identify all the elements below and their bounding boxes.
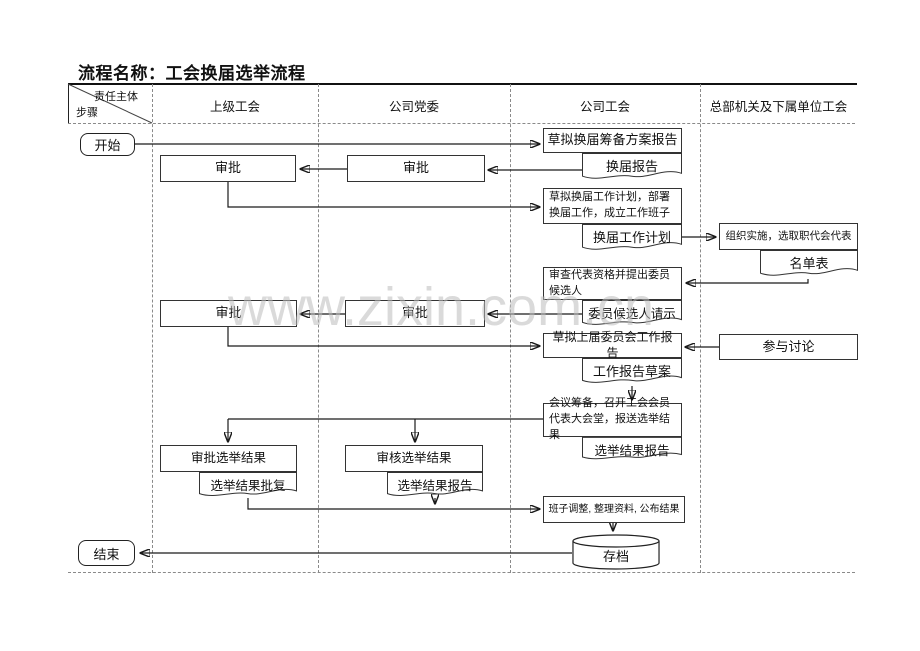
process-label: 会议筹备，召开工会会员代表大会堂，报送选举结果 <box>549 397 670 441</box>
cylinder-shape <box>572 534 660 570</box>
process-label: 班子调整, 整理资料, 公布结果 <box>548 504 680 515</box>
document-label: 选举结果批复 <box>210 479 286 493</box>
process-label: 审批 <box>402 160 429 176</box>
process-convene-congress: 会议筹备，召开工会会员代表大会堂，报送选举结果 <box>543 397 682 441</box>
process-label: 参与讨论 <box>762 338 815 354</box>
process-review-election-results: 审核选举结果 <box>345 445 483 472</box>
lane-divider <box>152 84 153 573</box>
document-candidate-request: 委员候选人请示 <box>582 300 682 328</box>
document-election-result-report-out: 选举结果报告 <box>582 437 682 462</box>
corner-header-steps: 步骤 <box>76 107 98 119</box>
process-review-qualifications: 审查代表资格并提出委员候选人 <box>543 267 682 300</box>
process-draft-work-plan: 草拟换届工作计划，部署换届工作，成立工作班子 <box>543 188 682 224</box>
process-label: 审核选举结果 <box>376 451 452 466</box>
process-draft-prep-report: 草拟换届筹备方案报告 <box>543 128 682 153</box>
document-label: 名单表 <box>789 256 829 271</box>
lane-header-company-union: 公司工会 <box>579 100 630 114</box>
process-label: 审批 <box>401 305 428 321</box>
lane-header-party-committee: 公司党委 <box>388 100 439 114</box>
header-top-rule <box>68 83 857 85</box>
document-shape <box>582 358 682 386</box>
process-label: 组织实施，选取职代会代表 <box>725 229 852 242</box>
document-shape <box>582 437 682 462</box>
document-result-reply: 选举结果批复 <box>199 472 297 499</box>
document-label: 选举结果报告 <box>594 444 670 458</box>
document-shape <box>387 472 483 499</box>
page-title: 流程名称：工会换届选举流程 <box>78 64 306 83</box>
document-label: 委员候选人请示 <box>588 307 676 321</box>
end-label: 结束 <box>93 546 120 562</box>
process-participate-discussion: 参与讨论 <box>719 334 858 360</box>
document-roster: 名单表 <box>760 250 858 279</box>
process-label: 审批 <box>214 160 241 176</box>
document-shape <box>582 224 682 253</box>
process-approve-election-results: 审批选举结果 <box>160 445 297 472</box>
lane-header-hq-subunit-unions: 总部机关及下属单位工会 <box>709 100 848 114</box>
lane-divider <box>318 84 319 573</box>
end-node: 结束 <box>78 540 135 566</box>
corner-header-responsible: 责任主体 <box>94 91 138 103</box>
document-shape <box>199 472 297 499</box>
document-label: 选举结果报告 <box>397 479 473 493</box>
start-node: 开始 <box>80 133 135 156</box>
document-election-result-report-in: 选举结果报告 <box>387 472 483 499</box>
process-label: 审查代表资格并提出委员候选人 <box>549 268 670 297</box>
lane-divider <box>510 84 511 573</box>
start-label: 开始 <box>94 138 121 153</box>
document-label: 换届工作计划 <box>592 230 671 245</box>
process-label: 草拟换届工作计划，部署换届工作，成立工作班子 <box>549 191 670 219</box>
document-label: 工作报告草案 <box>592 364 671 379</box>
process-label: 审批 <box>215 305 242 321</box>
process-label: 审批选举结果 <box>190 451 266 466</box>
process-adjust-team-publish: 班子调整, 整理资料, 公布结果 <box>543 496 685 523</box>
lane-divider <box>700 84 701 573</box>
process-organize-select: 组织实施，选取职代会代表 <box>719 223 858 250</box>
document-shape <box>760 250 858 279</box>
process-approve-superior-2: 审批 <box>160 300 297 327</box>
process-label: 草拟上届委员会工作报告 <box>552 329 673 360</box>
process-approve-party-1: 审批 <box>347 155 485 182</box>
process-approve-superior-1: 审批 <box>160 155 296 182</box>
document-reelection-report: 换届报告 <box>582 153 682 182</box>
chart-bottom-divider <box>68 572 855 573</box>
header-bottom-divider <box>68 123 855 124</box>
lane-header-superior-union: 上级工会 <box>209 100 260 114</box>
process-label: 草拟换届筹备方案报告 <box>547 132 678 148</box>
document-shape <box>582 153 682 182</box>
document-report-draft: 工作报告草案 <box>582 358 682 386</box>
corner-left-border <box>68 84 69 123</box>
archive-cylinder: 存档 <box>572 534 660 570</box>
archive-label: 存档 <box>602 549 629 564</box>
document-shape <box>582 300 682 328</box>
process-draft-committee-report: 草拟上届委员会工作报告 <box>543 329 682 360</box>
process-approve-party-2: 审批 <box>345 300 485 327</box>
document-label: 换届报告 <box>605 159 658 174</box>
document-work-plan: 换届工作计划 <box>582 224 682 253</box>
